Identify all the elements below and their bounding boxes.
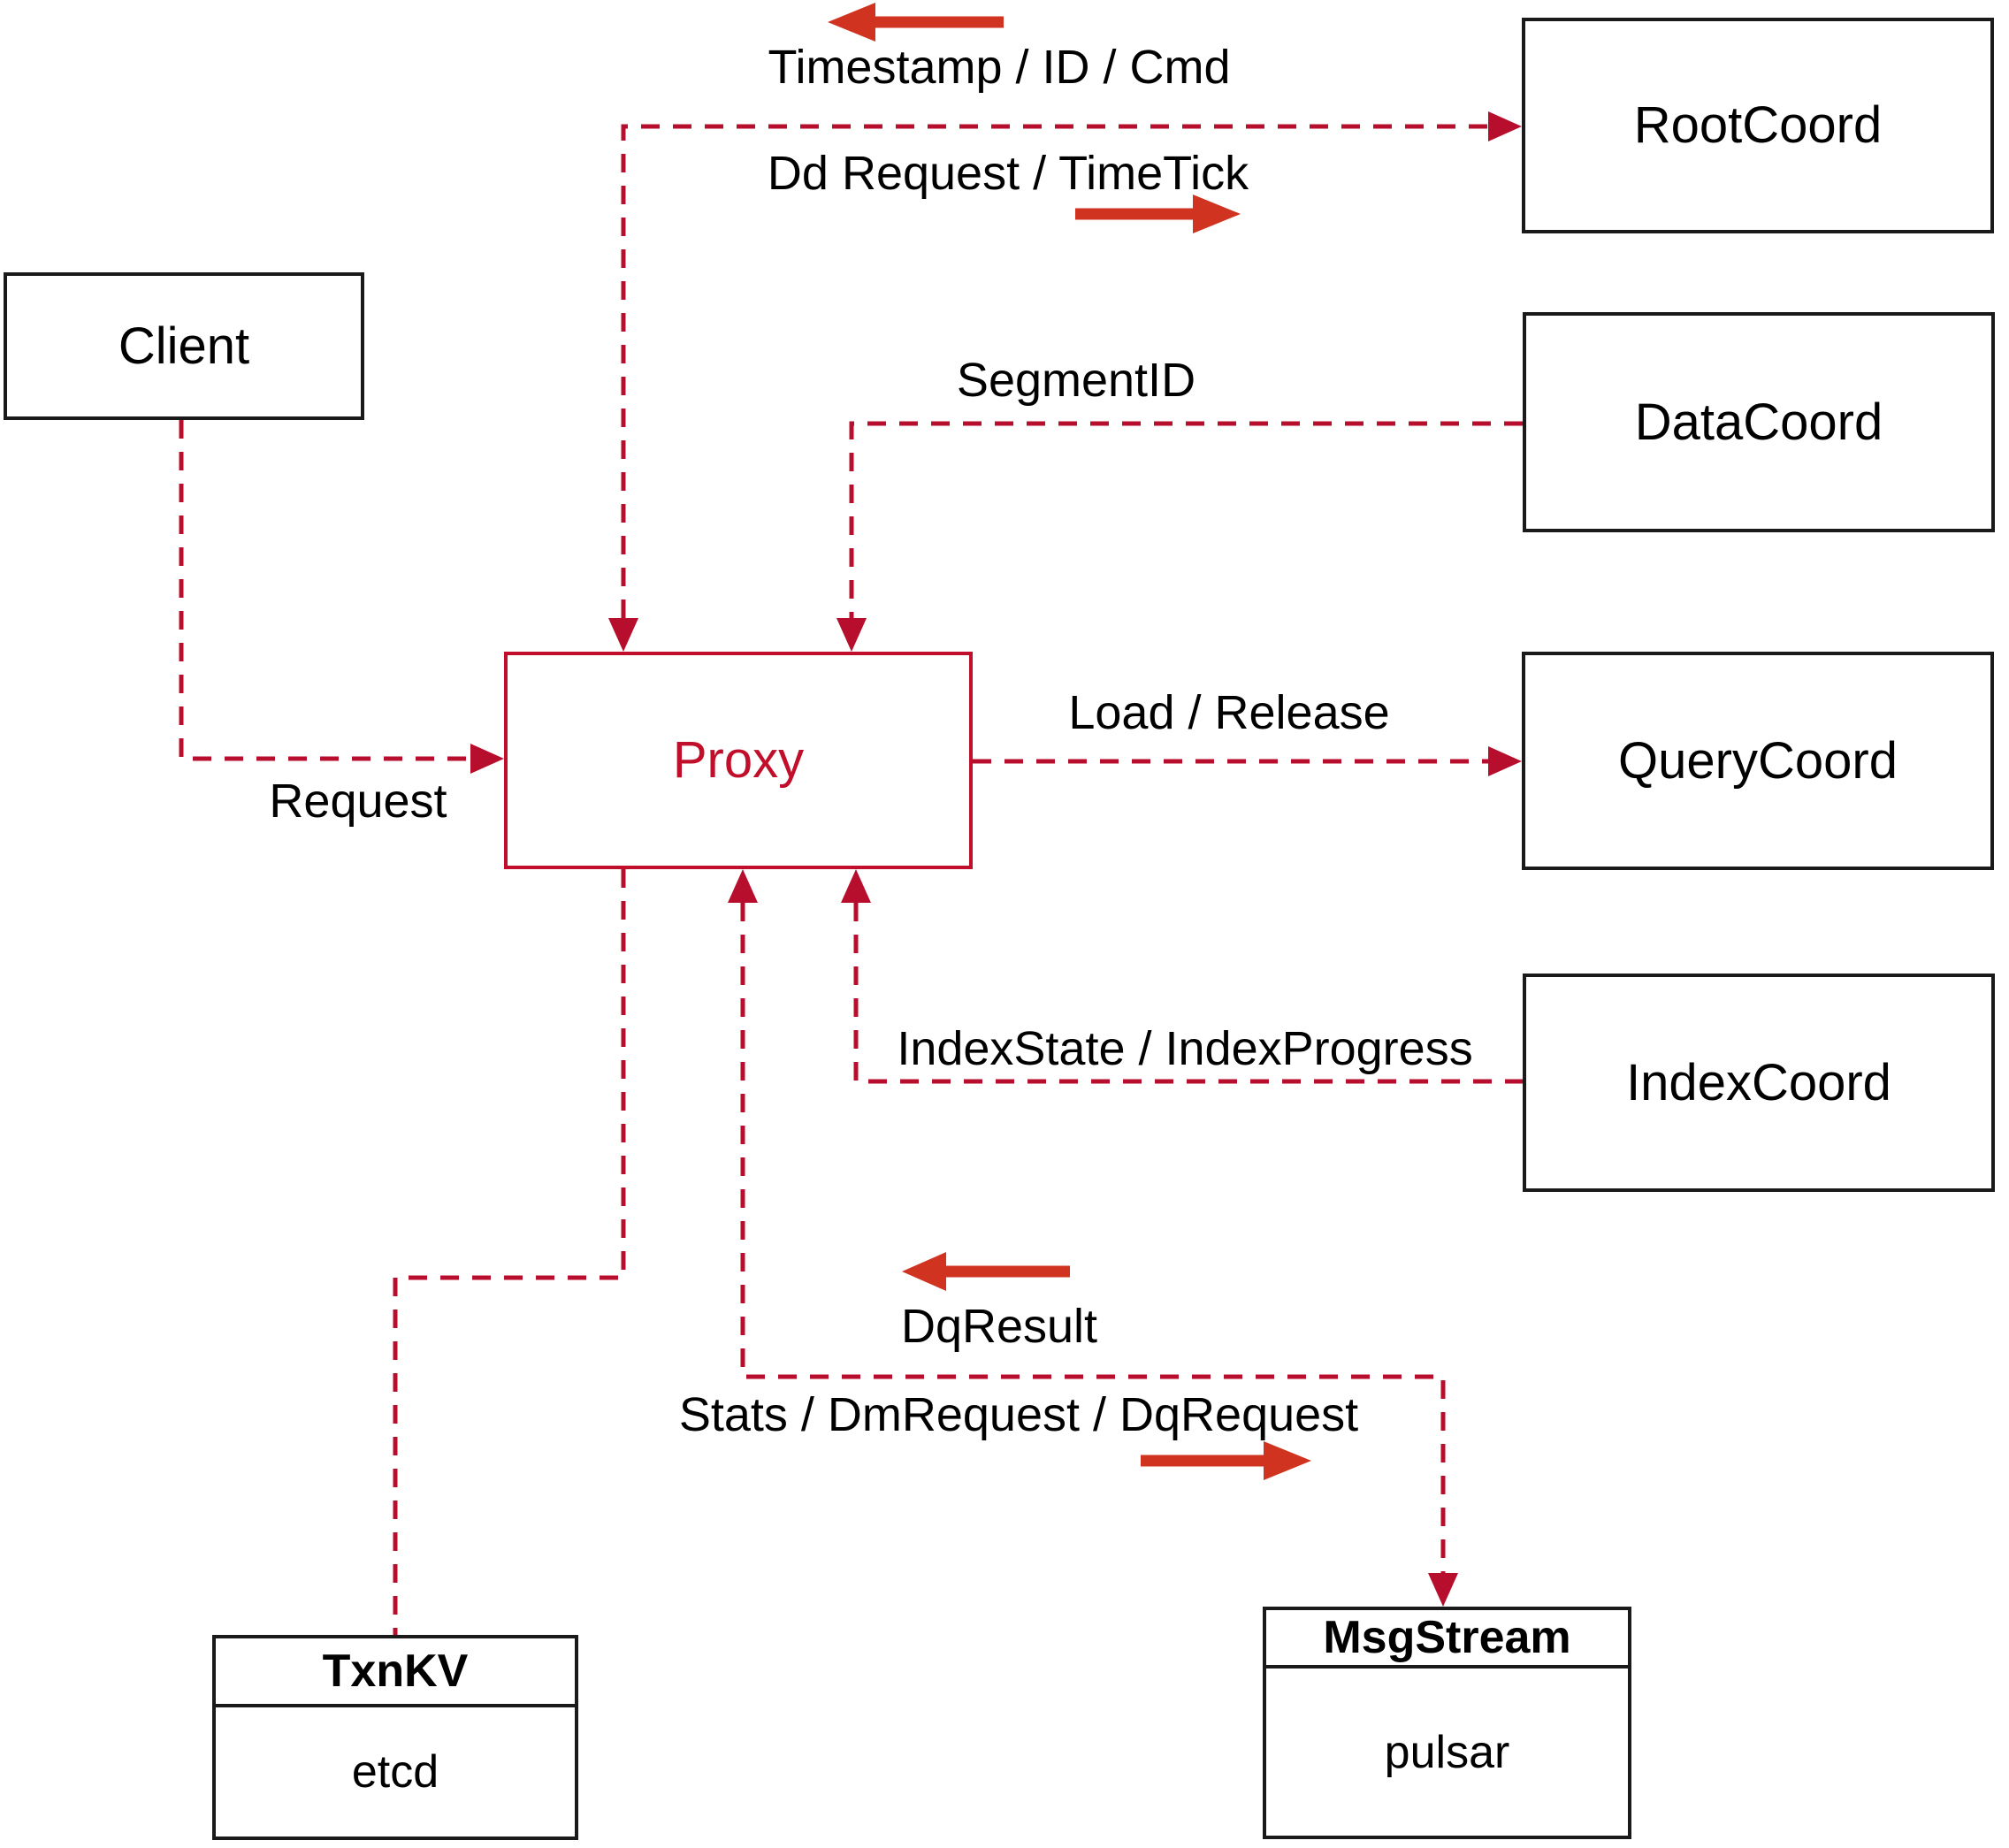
node-rootcoord: RootCoord [1522,18,1994,233]
edge-label-index-state-progress: IndexState / IndexProgress [897,1022,1473,1075]
node-msgstream-body: pulsar [1266,1669,1628,1836]
arrowhead-into-proxy-left [470,744,504,774]
edge-proxy-txnkv [393,869,626,1635]
edge-label-dq-result: DqResult [900,1300,1098,1353]
edge-label-segment-id: SegmentID [956,354,1196,407]
node-msgstream: MsgStream pulsar [1263,1607,1631,1839]
arrowhead-into-proxy-top-left [608,618,638,652]
node-msgstream-title: MsgStream [1323,1612,1571,1663]
direction-arrow-dqresult-left-icon [902,1252,1070,1291]
edge-label-stats-dm-dq: Stats / DmRequest / DqRequest [678,1388,1359,1441]
edge-label-request: Request [269,775,447,828]
node-datacoord: DataCoord [1523,312,1995,532]
arrowhead-into-rootcoord [1488,111,1522,141]
edge-proxy-rootcoord-line [621,124,1488,618]
edge-label-dd-request-timetick: Dd Request / TimeTick [767,147,1249,200]
node-querycoord-label: QueryCoord [1618,731,1898,790]
edge-proxy-msgstream [728,869,1458,1607]
node-proxy-label: Proxy [672,731,805,789]
arrowhead-into-proxy-top-right [836,618,867,652]
node-indexcoord-label: IndexCoord [1626,1053,1891,1111]
arrowhead-into-querycoord [1488,746,1522,776]
direction-arrow-ddrequest-right-icon [1075,195,1241,233]
direction-arrow-ddrequest-head [1193,195,1241,233]
direction-arrow-stats-right-icon [1141,1441,1311,1480]
edge-datacoord-proxy [836,421,1523,652]
arrowhead-into-proxy-bottom-right [841,869,871,903]
node-txnkv-body: etcd [216,1707,575,1837]
edge-proxy-querycoord [973,746,1522,776]
node-indexcoord: IndexCoord [1523,974,1995,1192]
direction-arrow-dqresult-head [902,1252,946,1291]
node-client-label: Client [118,317,250,375]
edge-proxy-msgstream-line [740,903,1446,1573]
node-datacoord-label: DataCoord [1634,393,1883,451]
edge-proxy-rootcoord [608,111,1522,652]
edge-proxy-txnkv-line [393,869,626,1635]
edge-client-proxy-line [179,420,470,761]
node-rootcoord-label: RootCoord [1633,96,1883,154]
node-proxy: Proxy [504,652,973,869]
node-querycoord: QueryCoord [1522,652,1994,870]
direction-arrow-timestamp-head [828,3,875,42]
direction-arrow-timestamp-left-icon [828,3,1004,42]
node-txnkv-header: TxnKV [216,1638,575,1707]
edge-label-timestamp-id-cmd: Timestamp / ID / Cmd [768,41,1231,94]
edge-client-proxy [179,420,504,774]
node-txnkv-title: TxnKV [322,1646,469,1697]
node-txnkv-subtitle: etcd [351,1746,439,1798]
node-msgstream-header: MsgStream [1266,1610,1628,1669]
edge-indexcoord-proxy [841,869,1524,1084]
direction-arrow-stats-head [1264,1441,1311,1480]
node-client: Client [4,272,364,420]
node-txnkv: TxnKV etcd [212,1635,578,1840]
edge-label-load-release: Load / Release [1068,686,1390,739]
arrowhead-into-msgstream [1428,1573,1458,1607]
edge-datacoord-proxy-line [849,421,1523,618]
node-msgstream-subtitle: pulsar [1384,1726,1510,1778]
arrowhead-into-proxy-bottom-left [728,869,758,903]
